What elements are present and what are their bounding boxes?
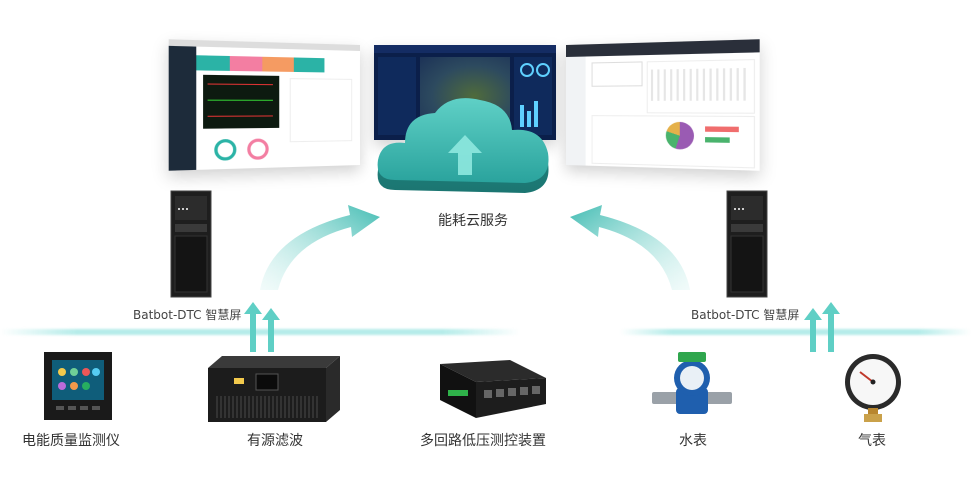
left-cabinet-icon <box>170 190 212 298</box>
left-bus-line <box>0 329 520 335</box>
power-quality-monitor-icon <box>44 352 112 420</box>
left-up-arrows-icon <box>244 302 280 352</box>
power-quality-monitor-label: 电能质量监测仪 <box>22 433 120 449</box>
right-bus-line <box>620 329 971 335</box>
right-up-arrows-icon <box>804 302 840 352</box>
active-filter-label: 有源滤波 <box>247 433 303 449</box>
cloud-label: 能耗云服务 <box>438 213 508 229</box>
right-cabinet-label: Batbot-DTC 智慧屏 <box>691 308 800 322</box>
water-meter-label: 水表 <box>679 433 707 449</box>
gas-meter-icon <box>845 354 901 422</box>
left-dashboard-screenshot <box>168 39 360 171</box>
cloud-icon <box>377 98 549 193</box>
water-meter-icon <box>652 352 732 414</box>
multi-circuit-controller-label: 多回路低压测控装置 <box>420 433 546 449</box>
right-cabinet-icon <box>726 190 768 298</box>
center-map-screenshot <box>374 45 556 140</box>
right-analytics-screenshot <box>566 39 760 171</box>
left-cabinet-label: Batbot-DTC 智慧屏 <box>133 308 242 322</box>
left-curved-arrow-icon <box>260 205 380 290</box>
gas-meter-label: 气表 <box>858 433 886 449</box>
multi-circuit-controller-icon <box>440 360 546 418</box>
right-curved-arrow-icon <box>570 205 690 290</box>
active-filter-icon <box>208 356 340 422</box>
